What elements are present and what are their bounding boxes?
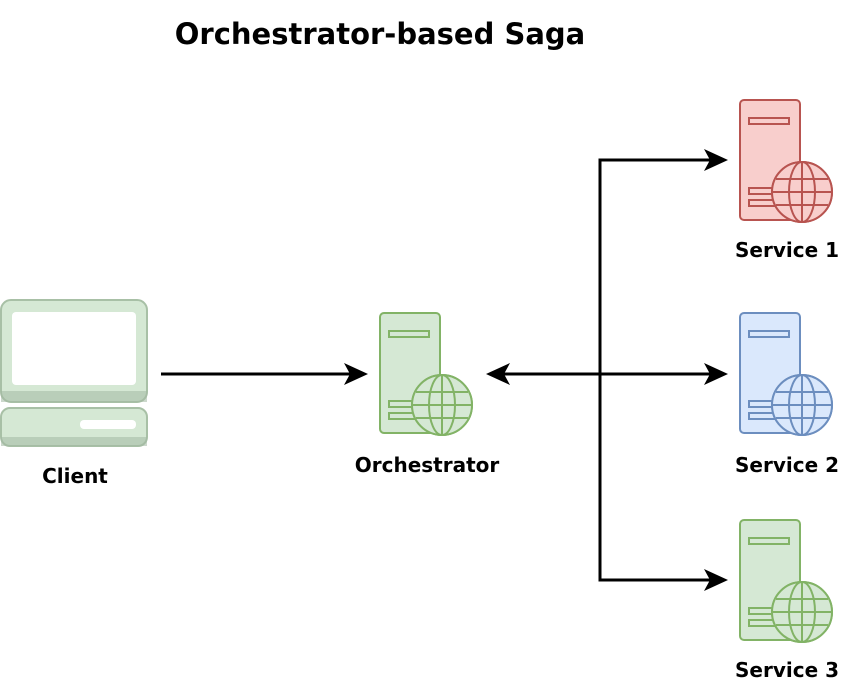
arrowhead bbox=[704, 569, 728, 591]
orchestrator-node: Orchestrator bbox=[355, 313, 500, 477]
service-3-node: Service 3 bbox=[735, 520, 839, 682]
client-node: Client bbox=[0, 299, 148, 488]
client-label: Client bbox=[42, 464, 108, 488]
edge-client-to-orchestrator bbox=[161, 363, 368, 385]
edge-orchestrator-services bbox=[486, 149, 728, 591]
diagram-title: Orchestrator-based Saga bbox=[175, 17, 585, 51]
arrowhead bbox=[344, 363, 368, 385]
web-server-icon bbox=[740, 520, 832, 642]
service-1-node: Service 1 bbox=[735, 100, 839, 262]
web-server-icon bbox=[740, 100, 832, 222]
service-3-label: Service 3 bbox=[735, 658, 839, 682]
web-server-icon bbox=[380, 313, 472, 435]
service-2-label: Service 2 bbox=[735, 453, 839, 477]
orchestrator-label: Orchestrator bbox=[355, 453, 500, 477]
service-1-label: Service 1 bbox=[735, 238, 839, 262]
desktop-computer-icon bbox=[0, 299, 148, 447]
arrowhead bbox=[704, 363, 728, 385]
arrowhead bbox=[486, 363, 510, 385]
service-2-node: Service 2 bbox=[735, 313, 839, 477]
arrowhead bbox=[704, 149, 728, 171]
web-server-icon bbox=[740, 313, 832, 435]
